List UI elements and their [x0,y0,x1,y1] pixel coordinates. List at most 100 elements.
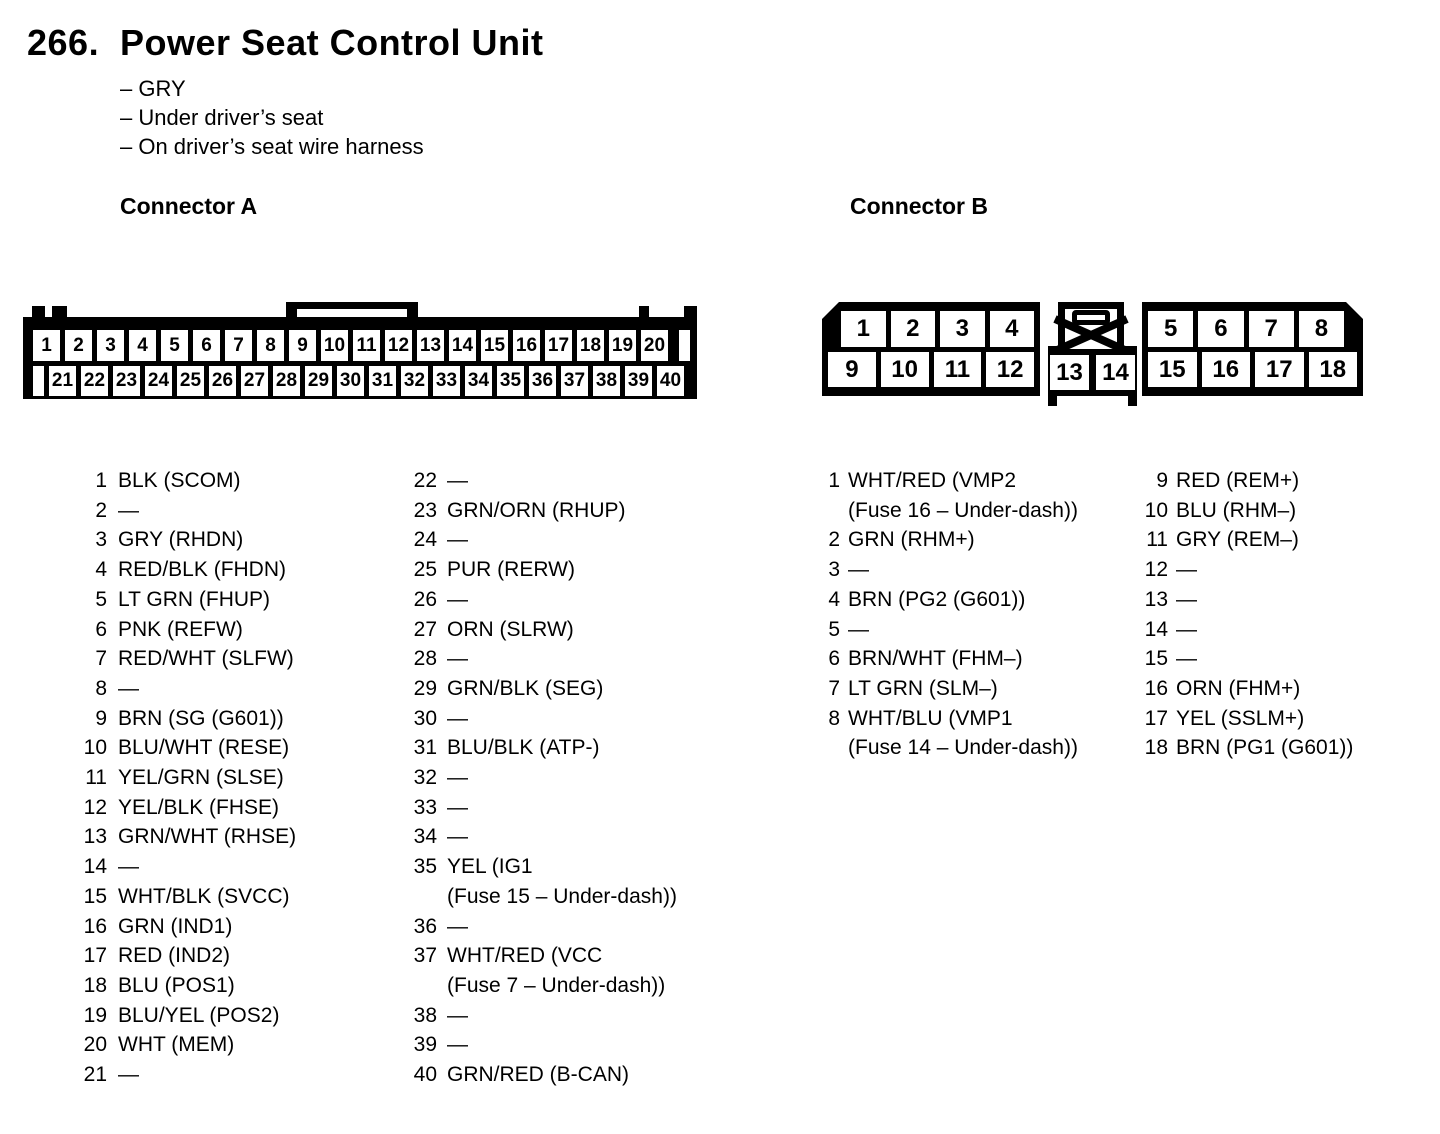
pin-cell: 3 [940,311,985,347]
pin-cell: 17 [545,330,572,361]
pin-cell: 29 [305,366,332,396]
pin-cell: 35 [497,366,524,396]
pin-cell: 10 [321,330,348,361]
pin-label: — [118,1063,139,1087]
pin-label: RED/BLK (FHDN) [118,558,287,582]
pin-list-row: 17 RED (IND2) [78,941,296,971]
pin-cell: 34 [465,366,492,396]
pin-number: 17 [1144,706,1168,730]
pin-list-row: 36 — [404,912,677,942]
pin-number: 20 [83,1033,107,1057]
pin-cell: 36 [529,366,556,396]
pin-label: GRN/ORN (RHUP) [447,498,626,522]
pin-cell: 4 [129,330,156,361]
pin-list-row: 4 RED/BLK (FHDN) [78,555,296,585]
pin-cell: 26 [209,366,236,396]
page-title-text: Power Seat Control Unit [120,22,544,63]
pin-label: — [848,558,869,582]
pin-cell: 1 [841,311,886,347]
pin-label: BRN (SG (G601)) [118,706,284,730]
pin-list-row: 20 WHT (MEM) [78,1030,296,1060]
pin-list-row: 7 RED/WHT (SLFW) [78,644,296,674]
connector-b-heading: Connector B [850,193,988,219]
pin-list-row: 30 — [404,704,677,734]
pin-label: GRN (IND1) [118,914,233,938]
section-number: 266. [27,22,100,63]
pin-label: RED/WHT (SLFW) [118,647,294,671]
pin-number: 12 [83,795,107,819]
pin-number: 3 [95,528,107,552]
lock-tab [1072,310,1110,325]
pin-label: GRY (REM–) [1176,528,1299,552]
pin-cell: 16 [1202,352,1251,387]
connector-a-pinlist-col1: 1 BLK (SCOM) 2 — 3 GRY (RHDN) [78,466,296,1090]
pin-label: — [447,587,468,611]
pin-list-row: 18 BRN (PG1 (G601)) [1138,733,1354,763]
mount-tab [32,306,45,319]
pin-note: (Fuse 15 – Under-dash)) [447,884,677,908]
mount-tab [639,306,649,319]
pin-number: 33 [413,795,437,819]
pin-number: 8 [95,676,107,700]
pin-number: 4 [828,587,840,611]
pin-label: — [848,617,869,641]
pin-number: 13 [83,825,107,849]
pin-number: 18 [83,973,107,997]
pin-list-row: 16 ORN (FHM+) [1138,674,1353,704]
pin-cell: 11 [353,330,380,361]
pin-label: RED (REM+) [1176,469,1300,492]
pin-number: 39 [413,1033,437,1057]
pin-cell: 13 [1050,355,1089,390]
pin-label: — [447,528,468,552]
pin-list-row: 5 — [812,615,1078,645]
pin-label: — [447,1003,468,1027]
note-line: – GRY [120,76,186,101]
pin-number: 21 [83,1063,107,1087]
pin-label: PNK (REFW) [118,617,243,641]
pin-cell: 28 [273,366,300,396]
pin-number: 6 [828,647,840,671]
pin-list-row: 32 — [404,763,677,793]
pin-cell: 27 [241,366,268,396]
pin-list-row: 4 BRN (PG2 (G601)) [812,585,1078,615]
pin-number: 29 [413,676,437,700]
pin-cell: 37 [561,366,588,396]
pin-list-row: 19 BLU/YEL (POS2) [78,1001,296,1031]
pin-list-row: 23 GRN/ORN (RHUP) [404,496,677,526]
pin-label: — [118,498,139,522]
pin-number: 15 [83,884,107,908]
pin-label: GRN (RHM+) [848,528,975,552]
pin-list-row: 39 — [404,1030,677,1060]
connector-b-pinlist-col2: 9 RED (REM+) 10 BLU (RHM–) 11 GRY (REM–) [1138,466,1354,763]
connector-notes: – GRY– Under driver’s seat– On driver’s … [120,74,424,161]
pin-note: (Fuse 16 – Under-dash)) [848,498,1078,522]
pin-number: 6 [95,617,107,641]
connector-foot [1128,388,1137,406]
pin-label: GRN/BLK (SEG) [447,676,604,700]
pin-note: (Fuse 7 – Under-dash)) [447,973,666,997]
pin-list-row: 16 GRN (IND1) [78,912,296,942]
pin-label: WHT/RED (VMP2 [848,469,1016,492]
pin-number: 7 [828,676,840,700]
cross-keyway-icon [1053,315,1129,355]
pin-cell: 13 [417,330,444,361]
pin-number: 22 [413,469,437,492]
pin-number: 18 [1144,736,1168,760]
pin-cell: 11 [933,352,982,387]
pin-number: 5 [95,587,107,611]
pin-label: WHT (MEM) [118,1033,235,1057]
connector-foot [1048,388,1057,406]
pin-label: — [118,676,139,700]
pin-list-row: 13 — [1138,585,1353,615]
pin-number: 30 [413,706,437,730]
pin-label: PUR (RERW) [447,558,575,582]
pin-cell: 5 [1148,311,1193,347]
pin-number: 23 [413,498,437,522]
pin-number: 15 [1144,647,1168,671]
pin-cell: 14 [1096,355,1135,390]
